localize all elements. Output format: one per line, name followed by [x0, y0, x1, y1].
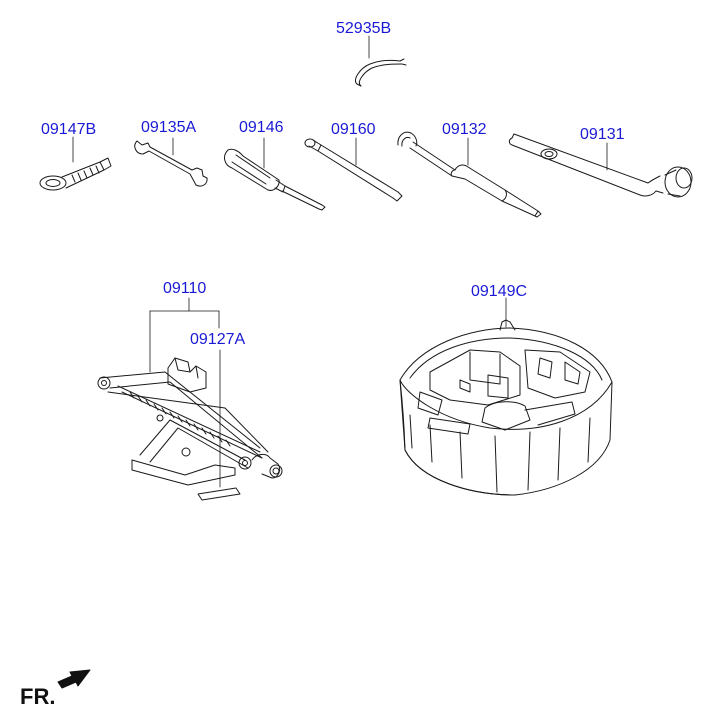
part-label-09160[interactable]: 09160: [331, 121, 376, 138]
extension-bar-09160[interactable]: [304, 138, 403, 202]
spanner-09135a[interactable]: [134, 140, 208, 187]
screwdriver-09146[interactable]: [224, 148, 326, 211]
hook-rod-09132[interactable]: [397, 131, 542, 218]
towing-hook-09147b[interactable]: [39, 157, 112, 191]
scissor-jack-09110[interactable]: [97, 357, 283, 501]
part-label-09131[interactable]: 09131: [580, 126, 625, 143]
wire-hook-52935b[interactable]: [355, 58, 407, 87]
front-direction-label: FR.: [20, 684, 56, 709]
part-label-09110[interactable]: 09110: [163, 280, 207, 297]
tool-tray-09149c[interactable]: [399, 319, 613, 496]
label-sticker-09127a: [197, 487, 241, 501]
part-label-09147b[interactable]: 09147B: [41, 121, 97, 138]
front-arrow-icon: [57, 669, 91, 689]
wheel-wrench-09131[interactable]: [508, 133, 693, 198]
part-label-09132[interactable]: 09132: [442, 121, 487, 138]
part-label-09146[interactable]: 09146: [239, 119, 284, 136]
part-label-52935b[interactable]: 52935B: [336, 20, 392, 37]
part-label-09149c[interactable]: 09149C: [471, 283, 528, 300]
part-label-09135a[interactable]: 09135A: [141, 119, 197, 136]
part-label-09127a[interactable]: 09127A: [190, 331, 246, 348]
leader-lines: [72, 35, 608, 488]
